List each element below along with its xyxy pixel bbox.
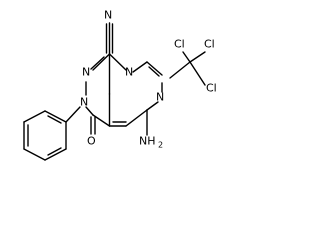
pyrimidine-n-bottom-label: N (156, 91, 164, 104)
cl-left-label: Cl (174, 38, 185, 51)
trichloromethyl-group (169, 51, 206, 86)
cl-right-label: Cl (206, 82, 217, 95)
phenyl-ring (23, 106, 81, 161)
chemical-structure-diagram: N N N N N O Cl Cl Cl NH 2 (23, 8, 217, 161)
nitrile-n-label: N (104, 9, 112, 22)
ring-n-top-label: N (82, 66, 90, 79)
carbonyl-group (90, 116, 96, 135)
pyrimidine-ring (108, 53, 163, 136)
ring-n-left-label: N (80, 96, 88, 109)
nitrile-group (105, 22, 114, 55)
pyridazinone-ring (85, 53, 111, 127)
amino-nh-label: NH (139, 135, 156, 148)
carbonyl-o-label: O (87, 135, 96, 148)
amino-subscript-label: 2 (158, 141, 163, 150)
cl-top-label: Cl (204, 38, 215, 51)
molecule-drawing: N N N N N O Cl Cl Cl NH 2 (23, 9, 217, 161)
pyrimidine-n-top-label: N (125, 66, 133, 79)
